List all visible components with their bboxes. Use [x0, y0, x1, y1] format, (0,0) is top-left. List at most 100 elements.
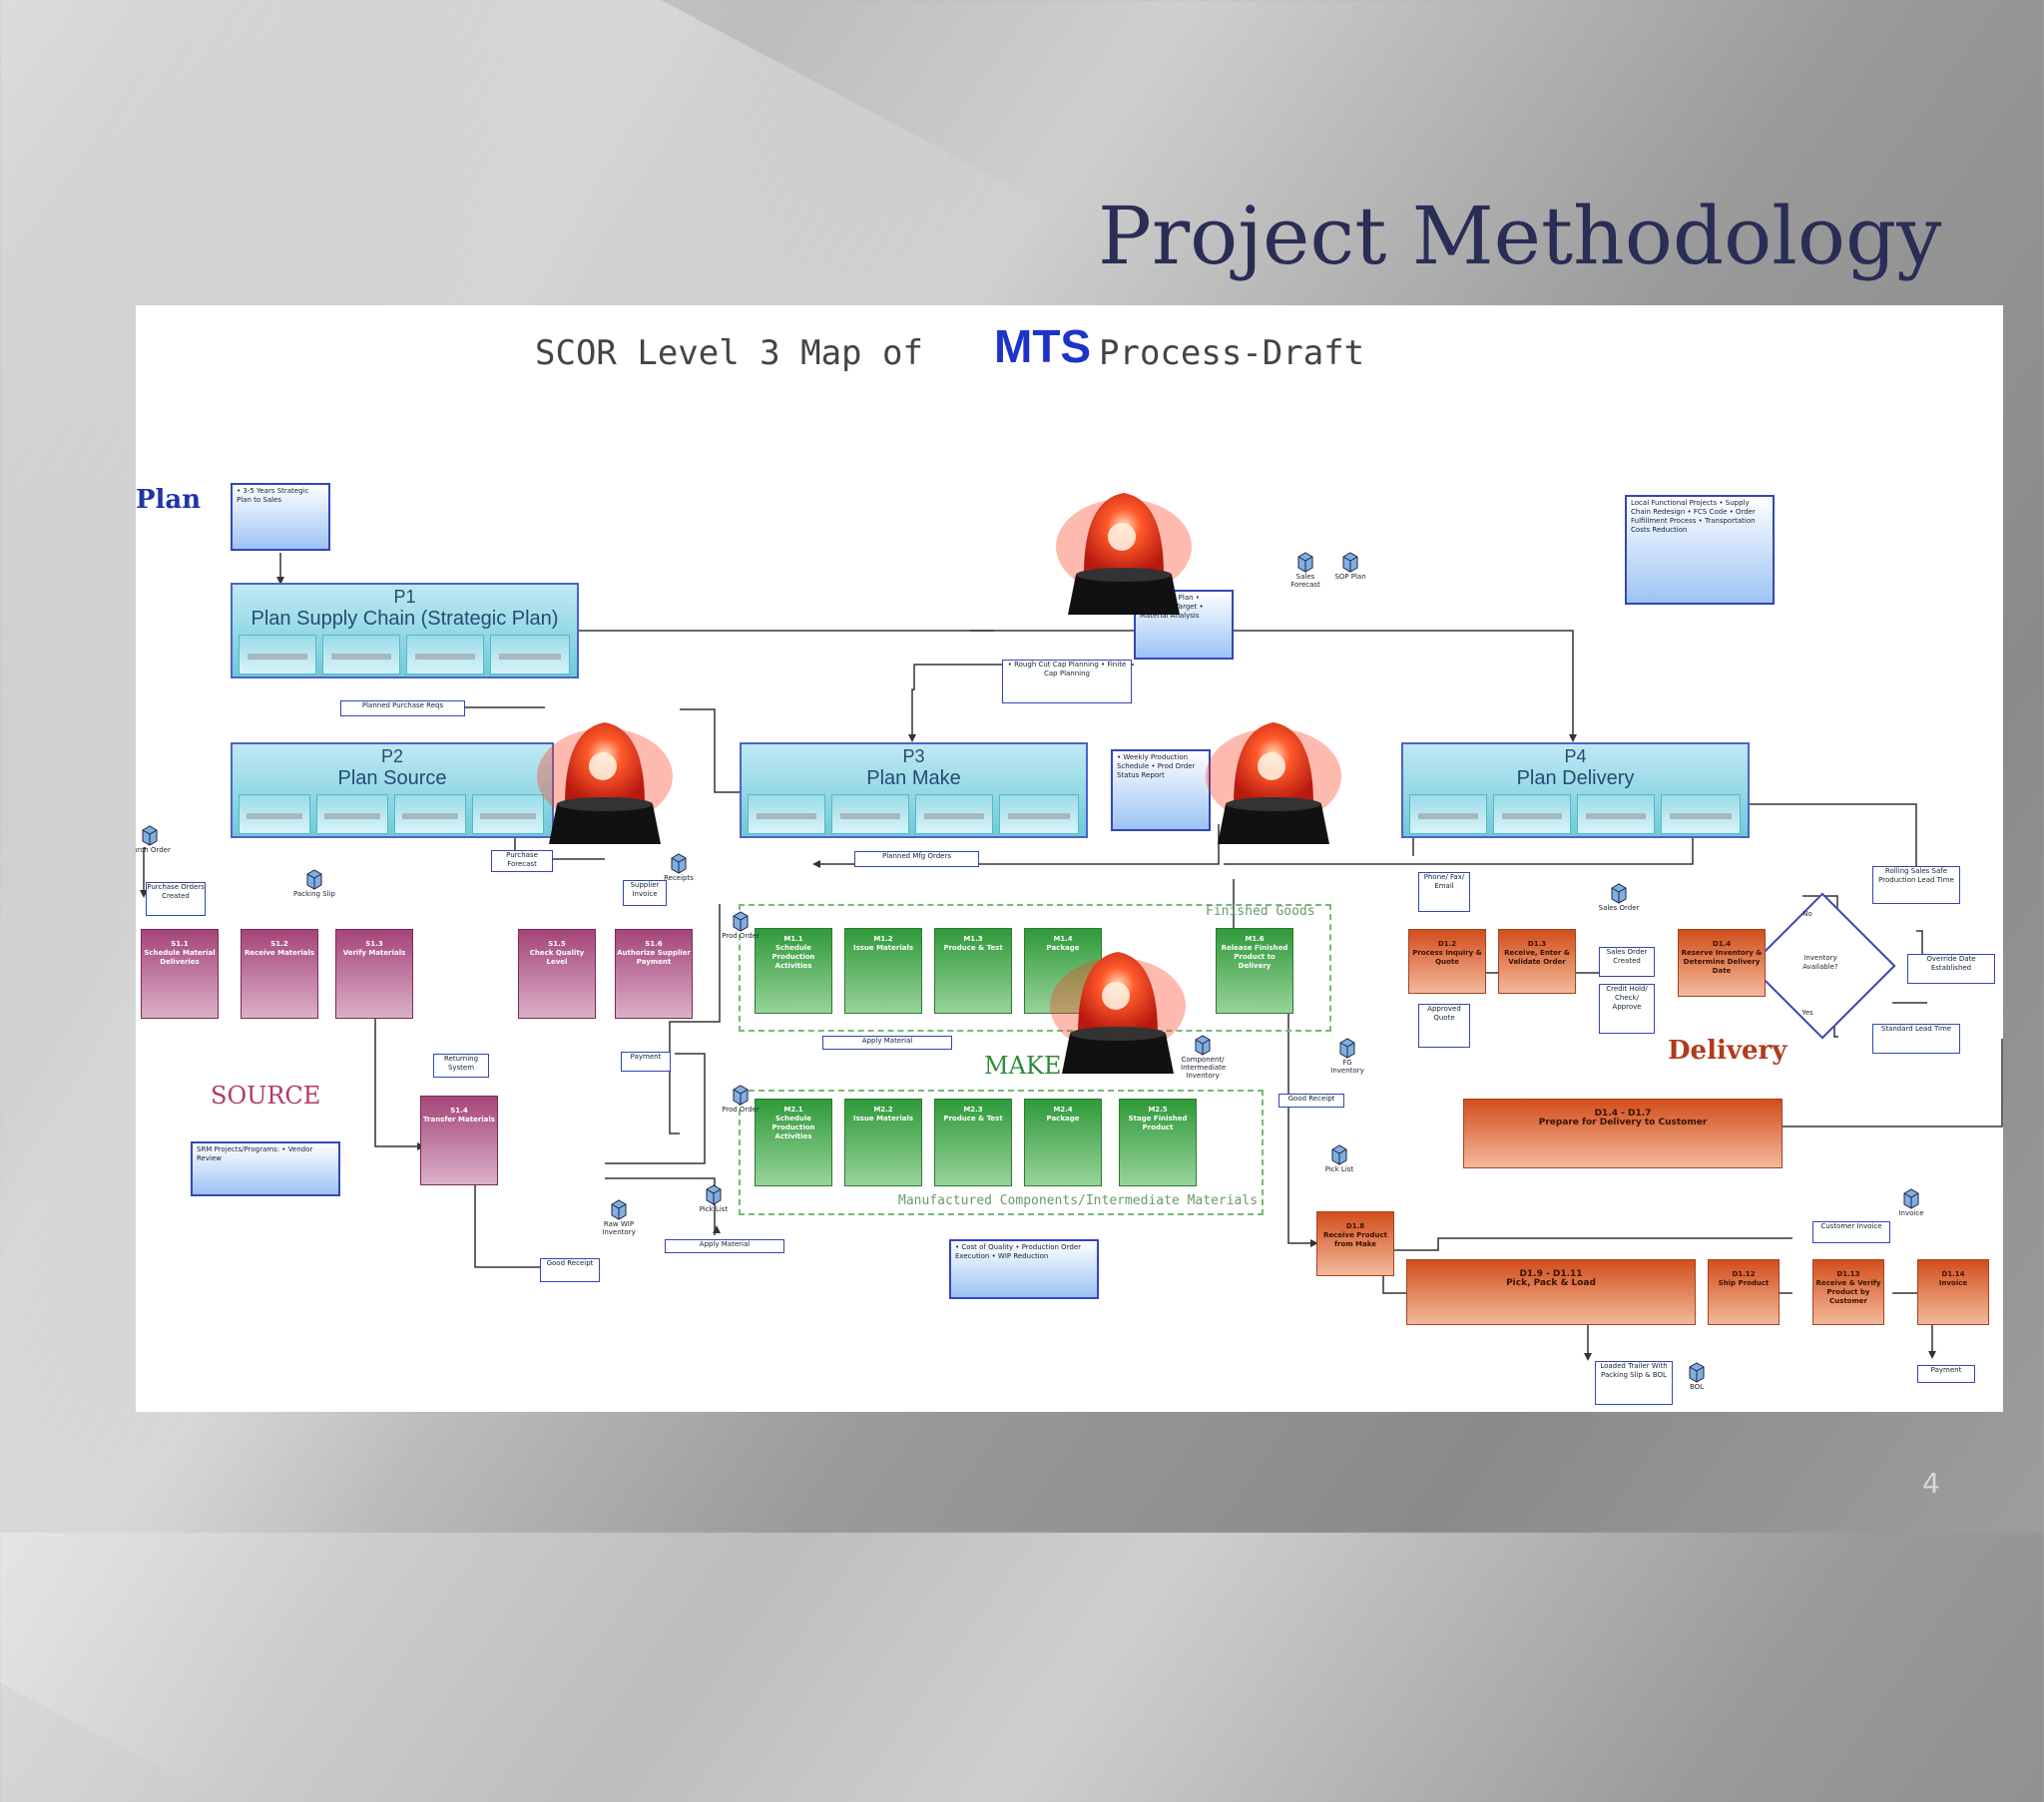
cube-icon	[732, 910, 750, 932]
plan-box-name: Plan Supply Chain (Strategic Plan)	[251, 608, 559, 630]
plan-box-p4: P4 Plan Delivery	[1401, 742, 1750, 838]
step-code: S1.6	[645, 940, 663, 948]
step-code: M2.4	[1053, 1106, 1073, 1114]
purchase-forecast-label: Purchase Forecast	[491, 850, 553, 872]
decision-no-label: No	[1802, 910, 1812, 918]
step-code: D1.13	[1836, 1270, 1860, 1278]
step-name: Receive Product from Make	[1322, 1231, 1388, 1248]
cube-icon	[732, 1084, 750, 1106]
step-name: Issue Materials	[852, 944, 914, 952]
payment-delivery-label: Payment	[1917, 1365, 1975, 1383]
cube-icon	[1341, 551, 1359, 573]
step-code: D1.12	[1732, 1270, 1756, 1278]
loaded-trailer-label: Loaded Trailer With Packing Slip & BOL	[1595, 1361, 1673, 1405]
step-name: Issue Materials	[852, 1115, 914, 1123]
icon-caption: BOL	[1689, 1383, 1705, 1391]
step-code: M2.3	[963, 1106, 983, 1114]
step-name: Authorize Supplier Payment	[617, 949, 691, 966]
step-name: Check Quality Level	[529, 949, 585, 966]
make-projects-doc: • Cost of Quality • Production Order Exe…	[949, 1239, 1099, 1299]
icon-caption: FG Inventory	[1330, 1059, 1364, 1075]
zone-label-make: MAKE	[984, 1052, 1062, 1080]
step-code: D1.9 - D1.11	[1519, 1269, 1583, 1279]
plan-box-p1: P1 Plan Supply Chain (Strategic Plan)	[231, 583, 579, 678]
inventory-available-label: Inventory Available?	[1802, 954, 1838, 971]
planned-mfg-orders-label: Planned Mfg Orders	[854, 851, 979, 867]
step-code: M1.1	[783, 935, 803, 943]
icon-caption: SOP Plan	[1334, 573, 1366, 581]
icon-caption: Packing Slip	[293, 890, 335, 898]
step-name: Release Finished Product to Delivery	[1221, 944, 1288, 970]
finished-goods-label: Finished Goods	[1206, 904, 1315, 919]
icon-caption: Pick List	[699, 1205, 729, 1213]
step-name: Invoice	[1938, 1279, 1968, 1287]
plan-box-name: Plan Delivery	[1516, 767, 1635, 789]
standard-lead-time-label: Standard Lead Time	[1872, 1024, 1960, 1054]
icon-caption: Receipts	[664, 874, 694, 882]
cube-icon	[1330, 1143, 1348, 1165]
icon-caption: Invoice	[1898, 1209, 1924, 1217]
icon-caption: Prod Order	[722, 932, 760, 940]
cube-icon	[1688, 1361, 1706, 1383]
icon-caption: Purch Order	[136, 846, 171, 854]
step-name: Transfer Materials	[423, 1116, 495, 1124]
step-code: S1.1	[171, 940, 189, 948]
slide-title: Project Methodology	[1098, 190, 1942, 282]
cube-icon	[1338, 1037, 1356, 1059]
payment-source-label: Payment	[621, 1052, 671, 1072]
step-name: Produce & Test	[943, 1115, 1003, 1123]
phone-fax-email-label: Phone/ Fax/ Email	[1418, 872, 1470, 912]
production-schedule-doc: • Weekly Production Schedule • Prod Orde…	[1111, 749, 1211, 831]
step-code: S1.3	[365, 940, 383, 948]
purchase-orders-created-label: Purchase Orders Created	[146, 882, 206, 916]
good-receipt-source-label: Good Receipt	[540, 1258, 600, 1282]
icon-caption: Sales Forecast	[1290, 573, 1320, 589]
step-name: Reserve Inventory & Determine Delivery D…	[1681, 949, 1763, 975]
step-code: M1.3	[963, 935, 983, 943]
plan-box-name: Plan Source	[337, 767, 447, 789]
siren-beacon-icon	[1048, 934, 1188, 1084]
step-name: Package	[1046, 944, 1080, 952]
supplier-invoice-label: Supplier Invoice	[623, 880, 667, 906]
step-code: D1.4 - D1.7	[1594, 1109, 1652, 1119]
siren-beacon-icon	[1204, 704, 1343, 854]
approved-quote-label: Approved Quote	[1418, 1004, 1470, 1048]
step-name: Receive Materials	[244, 949, 315, 957]
step-code: S1.4	[450, 1107, 468, 1115]
step-name: Verify Materials	[342, 949, 406, 957]
icon-caption: Component/ Intermediate Inventory	[1181, 1056, 1227, 1080]
step-name: Receive & Verify Product by Customer	[1815, 1279, 1881, 1305]
step-code: S1.5	[548, 940, 566, 948]
zone-label-plan: Plan	[136, 485, 202, 515]
scor-diagram-image: SCOR Level 3 Map of MTS Process-Draft Pl…	[136, 305, 2003, 1412]
plan-box-code: P1	[393, 587, 416, 607]
step-code: D1.14	[1941, 1270, 1965, 1278]
cube-icon	[305, 868, 323, 890]
icon-caption: Raw WIP Inventory	[602, 1220, 636, 1236]
step-code: D1.3	[1527, 940, 1547, 948]
plan-box-name: Plan Make	[866, 767, 961, 789]
diagram-heading-right: Process-Draft	[1099, 333, 1365, 373]
rolling-sales-label: Rolling Sales Safe Production Lead Time	[1872, 866, 1960, 904]
step-name: Pick, Pack & Load	[1506, 1278, 1596, 1288]
cube-icon	[1296, 551, 1314, 573]
diagram-heading-left: SCOR Level 3 Map of	[535, 333, 923, 373]
step-code: D1.4	[1712, 940, 1732, 948]
icon-caption: Sales Order	[1598, 904, 1640, 912]
returning-system-label: Returning System	[433, 1054, 489, 1078]
step-code: M2.2	[873, 1106, 893, 1114]
